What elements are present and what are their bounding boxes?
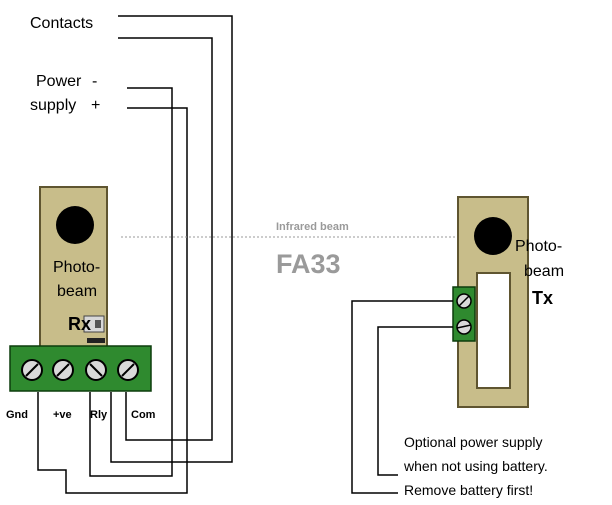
transmitter-wires bbox=[351, 300, 453, 494]
receiver-led bbox=[87, 338, 105, 343]
note-line-2: when not using battery. bbox=[403, 458, 548, 474]
note-line-3: Remove battery first! bbox=[404, 482, 533, 498]
transmitter-screw-top[interactable] bbox=[456, 293, 472, 309]
receiver-unit: Photo- beam Rx Gnd +ve Rly Com bbox=[6, 186, 156, 421]
contacts-label: Contacts bbox=[30, 15, 93, 32]
terminal-screw-com[interactable] bbox=[117, 359, 139, 381]
wire-contacts-rly bbox=[118, 37, 213, 441]
wire-power-ve bbox=[89, 87, 173, 477]
power-minus-label: - bbox=[92, 73, 97, 90]
infrared-beam-label: Infrared beam bbox=[276, 221, 349, 233]
terminal-screw-rly[interactable] bbox=[85, 359, 107, 381]
receiver-jumper-pin bbox=[95, 320, 101, 328]
transmitter-tag: Tx bbox=[532, 288, 553, 308]
receiver-photo-label: Photo- bbox=[53, 259, 100, 276]
terminal-label-ve: +ve bbox=[53, 409, 72, 421]
wire-power-gnd bbox=[37, 107, 188, 494]
receiver-lens bbox=[56, 206, 94, 244]
transmitter-beam-label: beam bbox=[524, 263, 564, 280]
terminal-label-gnd: Gnd bbox=[6, 409, 28, 421]
wire-tx-bottom bbox=[377, 326, 453, 476]
receiver-tag: Rx bbox=[68, 314, 91, 334]
note-line-1: Optional power supply bbox=[404, 434, 543, 450]
transmitter-lens bbox=[474, 217, 512, 255]
transmitter-battery-slot bbox=[476, 272, 511, 389]
transmitter-photo-label: Photo- bbox=[515, 238, 562, 255]
wire-contacts-com bbox=[110, 15, 233, 463]
terminal-screw-ve[interactable] bbox=[52, 359, 74, 381]
receiver-wires bbox=[37, 15, 233, 494]
receiver-beam-label: beam bbox=[57, 283, 97, 300]
supply-label: supply bbox=[30, 97, 76, 114]
transmitter-screw-bottom[interactable] bbox=[456, 319, 472, 335]
power-label: Power bbox=[36, 73, 82, 90]
transmitter-unit: Photo- beam Tx bbox=[452, 196, 564, 408]
terminal-screw-gnd[interactable] bbox=[21, 359, 43, 381]
power-plus-label: + bbox=[91, 97, 100, 114]
terminal-label-com: Com bbox=[131, 409, 156, 421]
terminal-label-rly: Rly bbox=[90, 409, 108, 421]
wire-tx-top bbox=[351, 300, 453, 494]
model-label: FA33 bbox=[276, 249, 341, 279]
